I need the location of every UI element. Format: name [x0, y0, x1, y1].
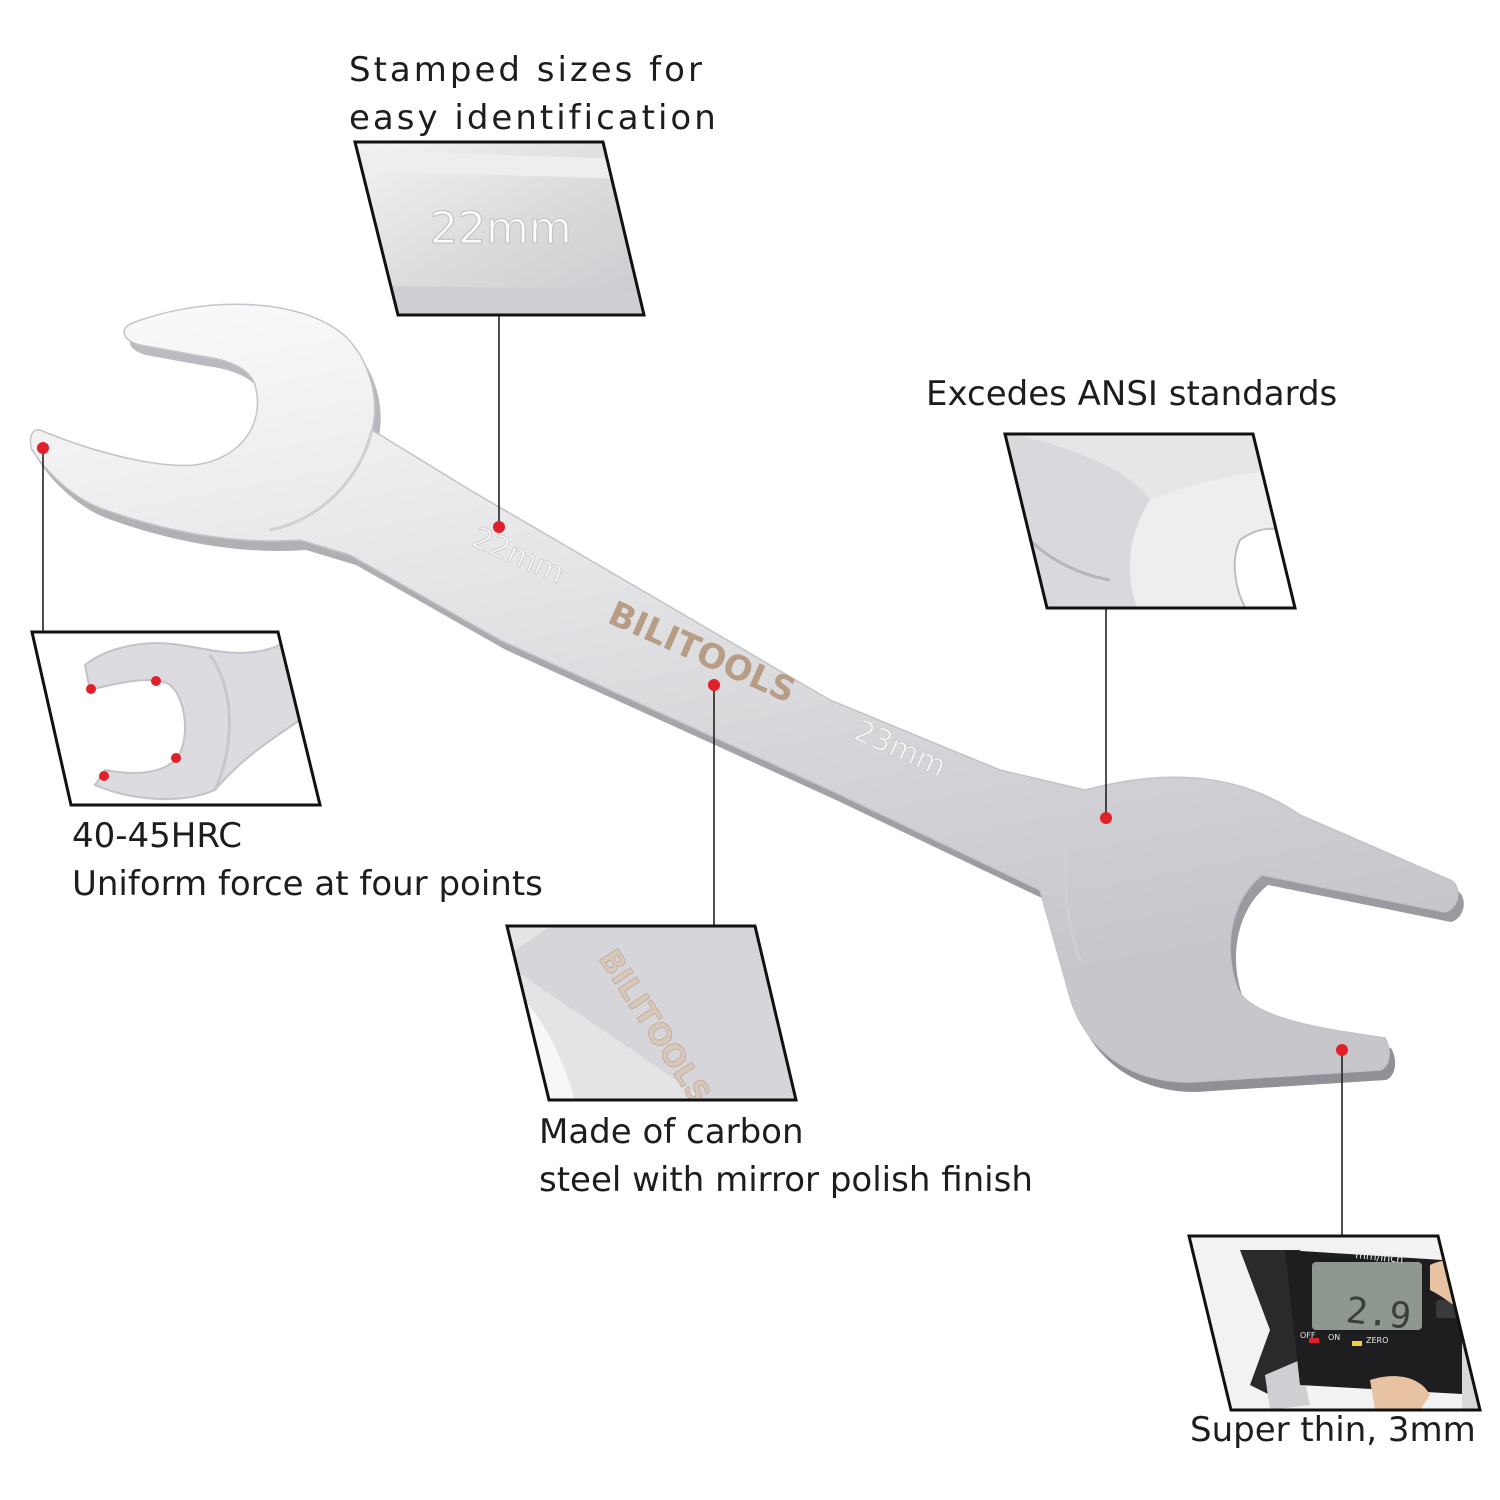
wrench-face — [29, 303, 1459, 1083]
callout-ansi: Excedes ANSI standards — [926, 370, 1337, 418]
marker-thickness — [1336, 1044, 1348, 1056]
leader-lines — [42, 316, 1343, 1236]
marker-material — [708, 679, 720, 691]
marker-stamped — [493, 521, 505, 533]
inset-ansi-head — [1003, 432, 1297, 610]
callout-material: Made of carbon steel with mirror polish … — [539, 1108, 1033, 1204]
caliper-units: mm/inch — [1355, 1248, 1404, 1266]
caliper-off-label: OFF — [1300, 1331, 1316, 1340]
caliper-screen — [1312, 1262, 1422, 1330]
wrench-left-head-ridge — [269, 429, 374, 532]
marker-hardness — [37, 442, 49, 454]
contact-point-1 — [86, 684, 96, 694]
callout-stamped-line2: easy identification — [349, 98, 719, 138]
inset-material: BILITOOLS — [505, 924, 798, 1102]
wrench: 22mm BILITOOLS 23mm — [29, 303, 1464, 1092]
marker-ansi — [1100, 812, 1112, 824]
inset-size-text: 22mm — [430, 203, 572, 254]
callout-hardness-line1: 40-45HRC — [72, 816, 243, 856]
caliper-zero-label: ZERO — [1366, 1336, 1388, 1345]
callout-stamped-sizes: Stamped sizes for easy identification — [349, 46, 719, 142]
wrench-right-head-ridge — [1064, 789, 1087, 961]
markers — [37, 442, 1348, 1056]
callout-thickness-line1: Super thin, 3mm — [1190, 1410, 1476, 1450]
inset-stamped-size: 22mm — [353, 140, 646, 317]
callout-material-line2: steel with mirror polish finish — [539, 1160, 1033, 1200]
callout-stamped-line1: Stamped sizes for — [349, 50, 705, 90]
callout-thickness: Super thin, 3mm — [1190, 1406, 1476, 1454]
callout-ansi-line1: Excedes ANSI standards — [926, 374, 1338, 414]
contact-point-4 — [99, 771, 109, 781]
contact-point-3 — [171, 753, 181, 763]
contact-point-2 — [151, 676, 161, 686]
caliper-on-label: ON — [1328, 1333, 1340, 1342]
inset-caliper: 2.9 mm/inch OFF ON ZERO — [1187, 1234, 1482, 1412]
callout-hardness-line2: Uniform force at four points — [72, 864, 543, 904]
inset-hardness-jaw — [30, 630, 322, 807]
caliper-reading: 2.9 — [1344, 1290, 1413, 1338]
callout-material-line1: Made of carbon — [539, 1112, 804, 1152]
callout-hardness: 40-45HRC Uniform force at four points — [72, 812, 543, 908]
